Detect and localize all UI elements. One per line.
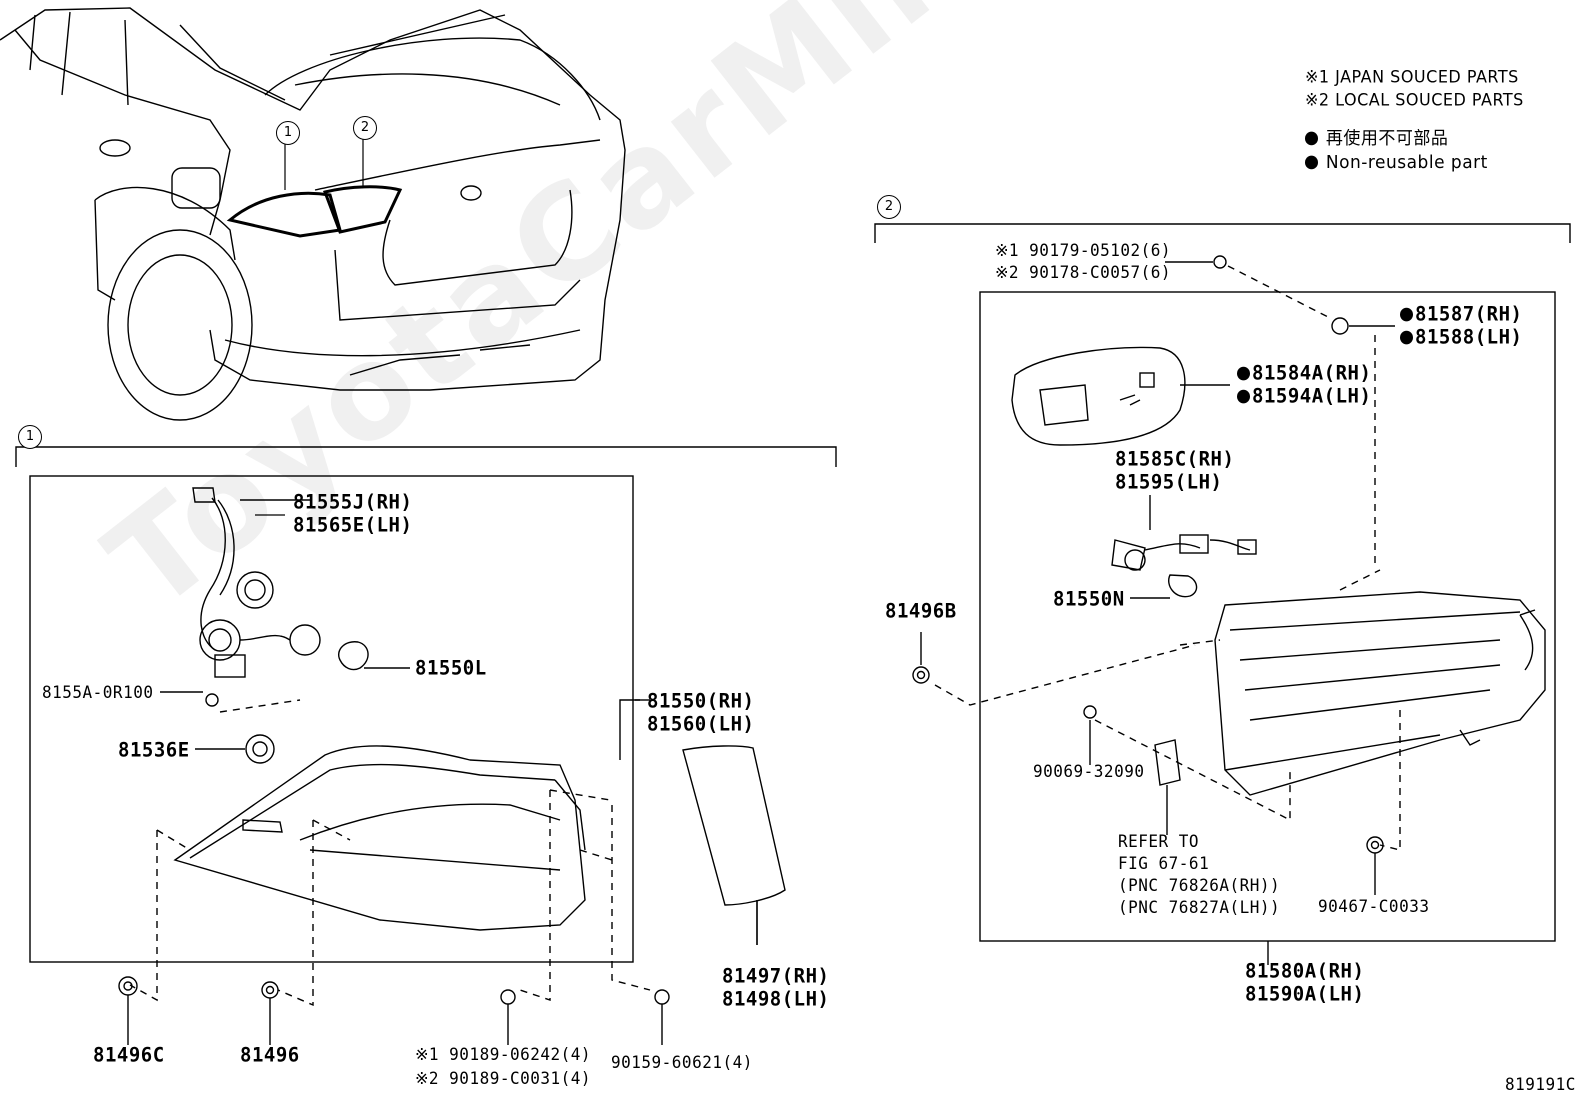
section2-harness [1111,495,1257,599]
non-reusable-dot-icon [1237,389,1250,404]
label-clip-local: ※2 90178-C0057(6) [995,262,1172,283]
label-clip-japan: ※1 90179-05102(6) [995,240,1172,261]
callout-2-overview: 2 [353,116,377,140]
section2-cover [1011,346,1230,446]
label-screw-1: 8155A-0R100 [42,682,154,703]
label-screw-section2: 90069-32090 [1033,761,1145,782]
label-screw-local: ※2 90189-C0031(4) [415,1068,592,1089]
label-nut-b: 81496B [885,599,957,623]
label-gasket-rh: 81587(RH) [1400,302,1522,326]
label-nut-c: 81496C [93,1043,165,1067]
section1-tail-lamp [173,699,640,931]
label-gasket-lh: 81588(LH) [1400,325,1522,349]
non-reusable-dot-icon [1237,366,1250,381]
label-bulb-2: 81550N [1053,587,1125,611]
label-reflector-lh: 81498(LH) [722,987,830,1011]
section1-harness [192,487,321,678]
label-screw-2: 90159-60621(4) [611,1052,753,1073]
non-reusable-dot-icon [1305,155,1318,170]
label-socket-1: 81536E [118,738,190,762]
section-1-frame [15,446,837,963]
section2-tail-lamp [1214,569,1546,796]
label-reflector-rh: 81497(RH) [722,964,830,988]
label-cover-lh: 81594A(LH) [1237,384,1371,408]
section2-leaders [934,639,1401,851]
label-refer-2: FIG 67-61 [1118,853,1210,874]
car-rear-view [0,7,626,421]
section2-clips [1165,255,1395,565]
section1-screw-socket [160,691,301,764]
callout-2-section: 2 [877,195,901,219]
label-harness-lh: 81565E(LH) [293,513,413,537]
label-refer-1: REFER TO [1118,831,1200,852]
non-reusable-dot-icon [1305,131,1318,146]
label-lamp-lh-2: 81590A(LH) [1245,982,1365,1006]
non-reusable-dot-icon [1400,307,1413,322]
label-lamp-rh-2: 81580A(RH) [1245,959,1365,983]
label-nut: 81496 [240,1043,300,1067]
label-clip-section2: 90467-C0033 [1318,896,1430,917]
section1-leaders [129,789,651,1007]
label-harness-rh: 81555J(RH) [293,490,413,514]
note-japan-sourced: ※1 JAPAN SOUCED PARTS [1305,66,1519,87]
label-bulb-1: 81550L [415,656,487,680]
section2-fasteners [756,632,1384,965]
section1-fasteners [118,514,670,1045]
label-screw-japan: ※1 90189-06242(4) [415,1044,592,1065]
section1-reflector [682,745,786,945]
label-socket-lh-2: 81595(LH) [1115,470,1223,494]
label-socket-rh-2: 81585C(RH) [1115,447,1235,471]
label-refer-3: (PNC 76826A(RH)) [1118,875,1281,896]
label-refer-4: (PNC 76827A(LH)) [1118,897,1281,918]
note-non-reusable-en: Non-reusable part [1305,151,1488,174]
label-lamp-lh-1: 81560(LH) [647,712,755,736]
non-reusable-dot-icon [1400,330,1413,345]
callout-1-overview: 1 [276,121,300,145]
note-local-sourced: ※2 LOCAL SOUCED PARTS [1305,89,1524,110]
note-non-reusable-jp: 再使用不可部品 [1305,127,1448,150]
label-cover-rh: 81584A(RH) [1237,361,1371,385]
figure-code: 819191C [1505,1074,1576,1095]
callout-1-section: 1 [18,425,42,449]
section1-bulb [338,641,410,671]
label-lamp-rh-1: 81550(RH) [647,689,755,713]
